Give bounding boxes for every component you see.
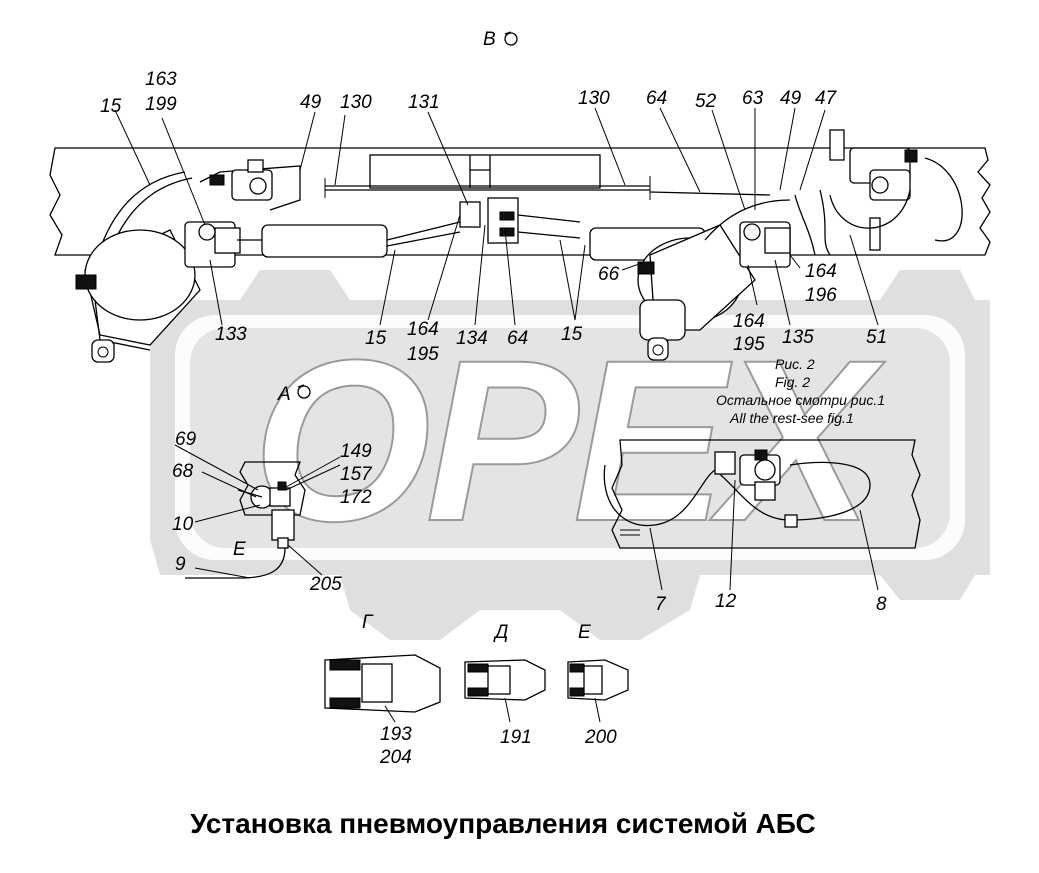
callout-49: 49 bbox=[780, 88, 802, 109]
view-b-detail: 7 12 8 bbox=[603, 439, 921, 615]
callout-205: 205 bbox=[309, 574, 342, 595]
callout-9: 9 bbox=[175, 554, 186, 575]
watermark-text: OPEX bbox=[252, 312, 885, 569]
note-line-4: All the rest-see fig.1 bbox=[729, 410, 854, 426]
view-a: А 69 68 10 149 157 172 Е 9 205 bbox=[172, 384, 373, 595]
section-e: Е 200 bbox=[567, 622, 629, 748]
callout-63: 63 bbox=[742, 88, 764, 109]
right-brake-chamber bbox=[637, 224, 756, 361]
section-e-mark: Е bbox=[233, 539, 246, 560]
view-a-label: А bbox=[277, 384, 291, 405]
callout-172: 172 bbox=[340, 487, 372, 508]
main-leaders bbox=[114, 107, 879, 326]
callout-164: 164 bbox=[407, 319, 439, 340]
figure-note: Рис. 2 Fig. 2 Остальное смотри рис.1 All… bbox=[716, 356, 885, 426]
left-valve bbox=[209, 159, 273, 201]
view-v-mark: В bbox=[483, 29, 518, 50]
section-g-label: Г bbox=[362, 612, 374, 633]
callout-191: 191 bbox=[500, 727, 532, 748]
drawing-title: Установка пневмоуправления системой АБС bbox=[190, 808, 816, 839]
callout-49: 49 bbox=[300, 92, 322, 113]
callout-12: 12 bbox=[715, 591, 737, 612]
callout-163: 163 bbox=[145, 69, 177, 90]
callout-195: 195 bbox=[407, 344, 439, 365]
callout-149: 149 bbox=[340, 441, 372, 462]
callout-64: 64 bbox=[646, 88, 667, 109]
callout-15: 15 bbox=[365, 328, 387, 349]
right-valve-assembly bbox=[794, 129, 963, 256]
callout-196: 196 bbox=[805, 285, 837, 306]
callout-68: 68 bbox=[172, 461, 194, 482]
callout-47: 47 bbox=[815, 88, 838, 109]
callout-15: 15 bbox=[561, 324, 583, 345]
callout-15: 15 bbox=[100, 96, 122, 117]
callout-134: 134 bbox=[456, 328, 488, 349]
callout-157: 157 bbox=[340, 464, 373, 485]
callout-130: 130 bbox=[340, 92, 372, 113]
callout-69: 69 bbox=[175, 429, 197, 450]
main-view: В bbox=[49, 29, 991, 365]
callout-199: 199 bbox=[145, 94, 177, 115]
note-line-2: Fig. 2 bbox=[775, 374, 810, 390]
callout-195: 195 bbox=[733, 334, 765, 355]
callout-64: 64 bbox=[507, 328, 528, 349]
view-v-label: В bbox=[483, 29, 496, 50]
left-brake-chamber bbox=[75, 229, 201, 363]
callout-52: 52 bbox=[695, 91, 717, 112]
callout-66: 66 bbox=[598, 264, 620, 285]
callout-133: 133 bbox=[215, 324, 247, 345]
left-axle-bracket bbox=[184, 221, 461, 268]
right-axle-bracket bbox=[704, 199, 791, 268]
note-line-3: Остальное смотри рис.1 bbox=[716, 392, 885, 408]
callout-193: 193 bbox=[380, 724, 412, 745]
callout-135: 135 bbox=[782, 327, 814, 348]
section-d-label: Д bbox=[493, 622, 508, 643]
callout-200: 200 bbox=[584, 727, 617, 748]
callout-51: 51 bbox=[866, 327, 887, 348]
section-e-label: Е bbox=[578, 622, 591, 643]
callout-8: 8 bbox=[876, 594, 887, 615]
callout-164: 164 bbox=[733, 311, 765, 332]
callout-130: 130 bbox=[578, 88, 610, 109]
callout-164: 164 bbox=[805, 261, 837, 282]
callout-7: 7 bbox=[655, 594, 667, 615]
section-d: Д 191 bbox=[464, 622, 546, 748]
callout-10: 10 bbox=[172, 514, 194, 535]
callout-204: 204 bbox=[379, 747, 412, 768]
section-g: Г 193 204 bbox=[324, 612, 441, 768]
note-line-1: Рис. 2 bbox=[775, 356, 815, 372]
callout-131: 131 bbox=[408, 92, 440, 113]
